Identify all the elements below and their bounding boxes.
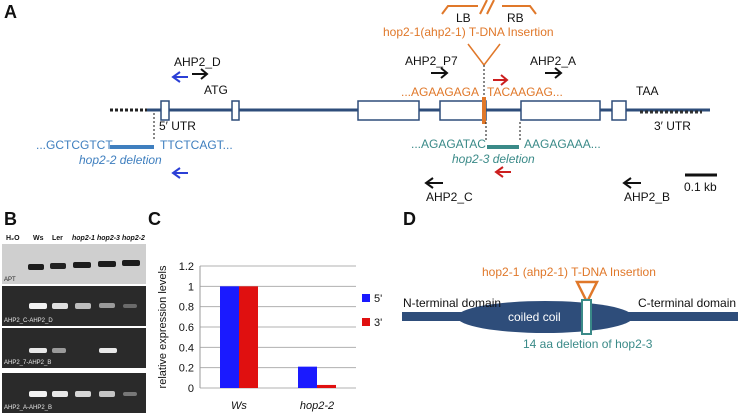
gel-cd: AHP2_C-AHP2_D bbox=[2, 286, 146, 326]
scale-label: 0.1 kb bbox=[684, 180, 717, 194]
y-tick-label: 1 bbox=[188, 281, 194, 293]
bar bbox=[220, 286, 239, 388]
c-terminal-label: C-terminal domain bbox=[638, 296, 736, 310]
utr5-label: 5′ UTR bbox=[159, 119, 196, 133]
y-tick-label: 0 bbox=[188, 383, 194, 395]
primer-a-label: AHP2_A bbox=[530, 54, 576, 68]
insertion-triangle-icon bbox=[574, 280, 600, 305]
insertion-seq-right: TACAAGAG... bbox=[487, 85, 563, 99]
primer-c-label: AHP2_C bbox=[426, 190, 473, 204]
insertion-title: hop2-1(ahp2-1) T-DNA Insertion bbox=[383, 25, 554, 39]
lane-label: hop2-1 bbox=[72, 235, 95, 242]
lane-label: hop2-2 bbox=[122, 235, 145, 242]
lane-label: Ler bbox=[52, 235, 63, 242]
arrow-right-icon bbox=[545, 67, 563, 79]
atg-label: ATG bbox=[204, 83, 228, 97]
arrow-red-left-icon bbox=[494, 166, 511, 178]
gel-name: AHP2_C-AHP2_D bbox=[4, 318, 53, 324]
utr3-label: 3′ UTR bbox=[654, 119, 691, 133]
x-category-label: hop2-2 bbox=[300, 400, 334, 412]
bar bbox=[298, 366, 317, 388]
y-tick-label: 1.2 bbox=[179, 261, 194, 273]
exon bbox=[439, 100, 487, 121]
del3-label: hop2-3 deletion bbox=[452, 152, 535, 166]
exon bbox=[611, 100, 627, 121]
del2-seq-right: TTCTCAGT... bbox=[160, 138, 233, 152]
arrow-blue-forward-icon bbox=[171, 71, 188, 83]
panel-d-letter: D bbox=[403, 209, 416, 229]
lane-label: Ws bbox=[33, 235, 44, 242]
primer-d-label: AHP2_D bbox=[174, 55, 221, 69]
legend-label: 3' bbox=[374, 317, 382, 329]
gel-name: AHP2_A-AHP2_B bbox=[4, 405, 52, 411]
primer-b-label: AHP2_B bbox=[624, 190, 670, 204]
lane-label: H₂O bbox=[6, 235, 20, 242]
primer-p7-label: AHP2_P7 bbox=[405, 54, 458, 68]
del2-seq-left: ...GCTCGTCT bbox=[36, 138, 113, 152]
panel-b-letter: B bbox=[4, 209, 17, 229]
exon bbox=[231, 100, 240, 121]
del3-seq-left: ...AGAGATAC bbox=[411, 137, 486, 151]
n-terminal-label: N-terminal domain bbox=[403, 296, 501, 310]
legend-label: 5' bbox=[374, 293, 382, 305]
y-tick-label: 0.2 bbox=[179, 363, 194, 375]
gel-7b: AHP2_7-AHP2_B bbox=[2, 328, 146, 368]
panel-c-letter: C bbox=[148, 209, 161, 229]
arrow-left-icon bbox=[622, 177, 641, 189]
y-tick-label: 0.6 bbox=[179, 322, 194, 334]
arrow-red-right-icon bbox=[493, 74, 509, 86]
exon bbox=[160, 100, 170, 121]
exon bbox=[520, 100, 601, 121]
gene-model bbox=[110, 97, 710, 124]
legend-swatch bbox=[362, 318, 370, 326]
y-tick-label: 0.8 bbox=[179, 302, 194, 314]
arrow-right-icon bbox=[431, 67, 449, 79]
insertion-seq-left: ...AGAAGAGA bbox=[401, 85, 479, 99]
d-deletion-label: 14 aa deletion of hop2-3 bbox=[523, 337, 653, 351]
y-axis-label: relative expression levels bbox=[157, 265, 169, 388]
lane-label: hop2-3 bbox=[97, 235, 120, 242]
deletion-marker bbox=[581, 299, 592, 335]
x-category-label: Ws bbox=[231, 400, 247, 412]
lb-label: LB bbox=[456, 11, 471, 25]
bar bbox=[239, 286, 258, 388]
insertion-site-marker bbox=[482, 97, 486, 124]
exon bbox=[357, 100, 420, 121]
hop2-3-deletion-bar bbox=[487, 145, 519, 149]
y-tick-label: 0.4 bbox=[179, 342, 194, 354]
arrow-right-icon bbox=[192, 68, 209, 80]
tdna-bracket bbox=[441, 0, 537, 15]
insertion-triangle bbox=[467, 43, 501, 66]
gel-apt: APT bbox=[2, 244, 146, 284]
coiled-coil-label: coiled coil bbox=[508, 310, 561, 324]
taa-label: TAA bbox=[636, 84, 658, 98]
del2-label: hop2-2 deletion bbox=[79, 153, 162, 167]
rb-label: RB bbox=[507, 11, 524, 25]
bar bbox=[317, 384, 336, 388]
gel-name: APT bbox=[4, 277, 16, 283]
arrow-left-icon bbox=[424, 177, 443, 189]
hop2-2-deletion-bar bbox=[110, 145, 154, 149]
gel-lane-labels: H₂O Ws Ler hop2-1 hop2-3 hop2-2 bbox=[6, 235, 145, 242]
gel-ab: AHP2_A-AHP2_B bbox=[2, 373, 146, 413]
d-insertion-label: hop2-1 (ahp2-1) T-DNA Insertion bbox=[482, 265, 656, 279]
panel-a-letter: A bbox=[4, 2, 17, 22]
legend-swatch bbox=[362, 294, 370, 302]
arrow-blue-reverse-icon bbox=[171, 167, 188, 179]
expression-chart: 0 0.2 0.4 0.6 0.8 1 1.2 relative expression lev… bbox=[157, 261, 382, 412]
gel-name: AHP2_7-AHP2_B bbox=[4, 360, 51, 366]
del3-seq-right: AAGAGAAA... bbox=[524, 137, 601, 151]
